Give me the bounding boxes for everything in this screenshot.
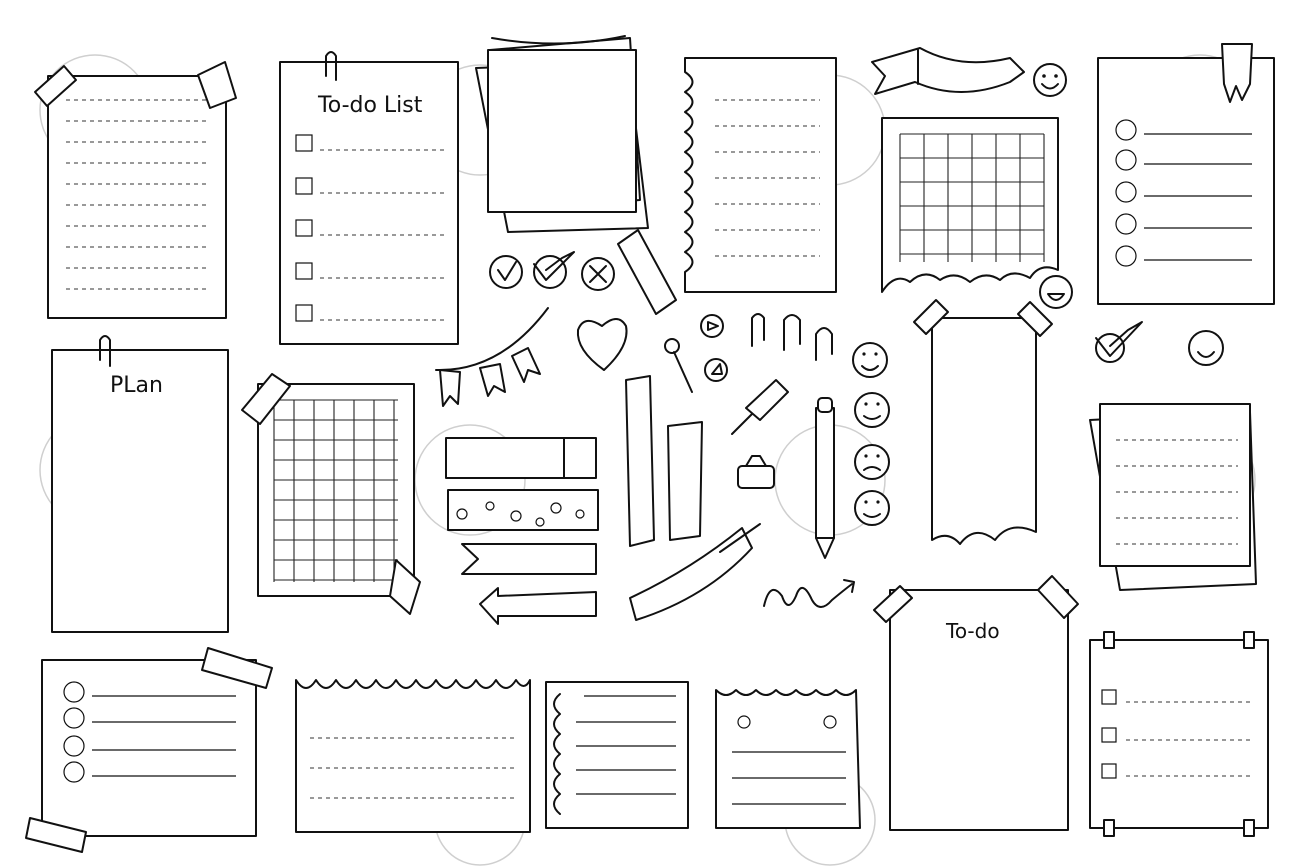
swirl-arrow-icon (763, 579, 855, 608)
big-check-icon (533, 251, 575, 289)
arrow-badge-icons (700, 314, 728, 382)
plan-title: PLan (110, 373, 163, 398)
push-pin-icon (664, 338, 693, 393)
radio-list-note (1097, 43, 1275, 305)
thumbtack-icon (731, 379, 789, 435)
tall-taped-note (913, 299, 1053, 545)
pencil-icon (815, 397, 835, 559)
heart-icon (576, 318, 628, 371)
clipped-checklist (1089, 631, 1269, 837)
radio-list-note-bottom (25, 647, 273, 853)
ribbon-banner (871, 47, 1025, 95)
plan-note: PLan (51, 335, 229, 633)
lined-note-stack (1089, 403, 1257, 591)
todo-list-note: To-do List (279, 51, 459, 345)
wavy-ribbon (629, 523, 761, 621)
emoji-column (852, 342, 890, 526)
smiley-face-icon (1033, 63, 1067, 97)
lined-note-taped (34, 61, 237, 319)
check-mark-icon (1095, 321, 1143, 363)
paper-clip-icons (751, 313, 833, 361)
bunting-garland (435, 307, 549, 407)
todo-checkboxes (295, 134, 446, 322)
todo-note-bottom: To-do (873, 575, 1079, 831)
grid-note-torn (881, 117, 1059, 293)
washi-tape-set (445, 437, 599, 625)
laughing-face-icon (1039, 275, 1073, 309)
grid-note-taped (241, 373, 421, 615)
torn-lined-note (684, 57, 837, 293)
washi-tape-diagonal (617, 229, 677, 315)
cross-circle-icon (581, 257, 615, 291)
tape-strip-vertical (625, 375, 703, 547)
notepad-with-holes (715, 689, 861, 829)
wink-face-icon (1188, 330, 1224, 366)
check-circle-icon (489, 255, 523, 289)
binder-clip-icon (737, 455, 775, 489)
todo-title: To-do (945, 619, 1000, 643)
torn-side-note (545, 681, 689, 829)
todo-list-title: To-do List (317, 93, 423, 118)
scalloped-note (295, 679, 531, 833)
sticky-note-stack (475, 35, 649, 233)
